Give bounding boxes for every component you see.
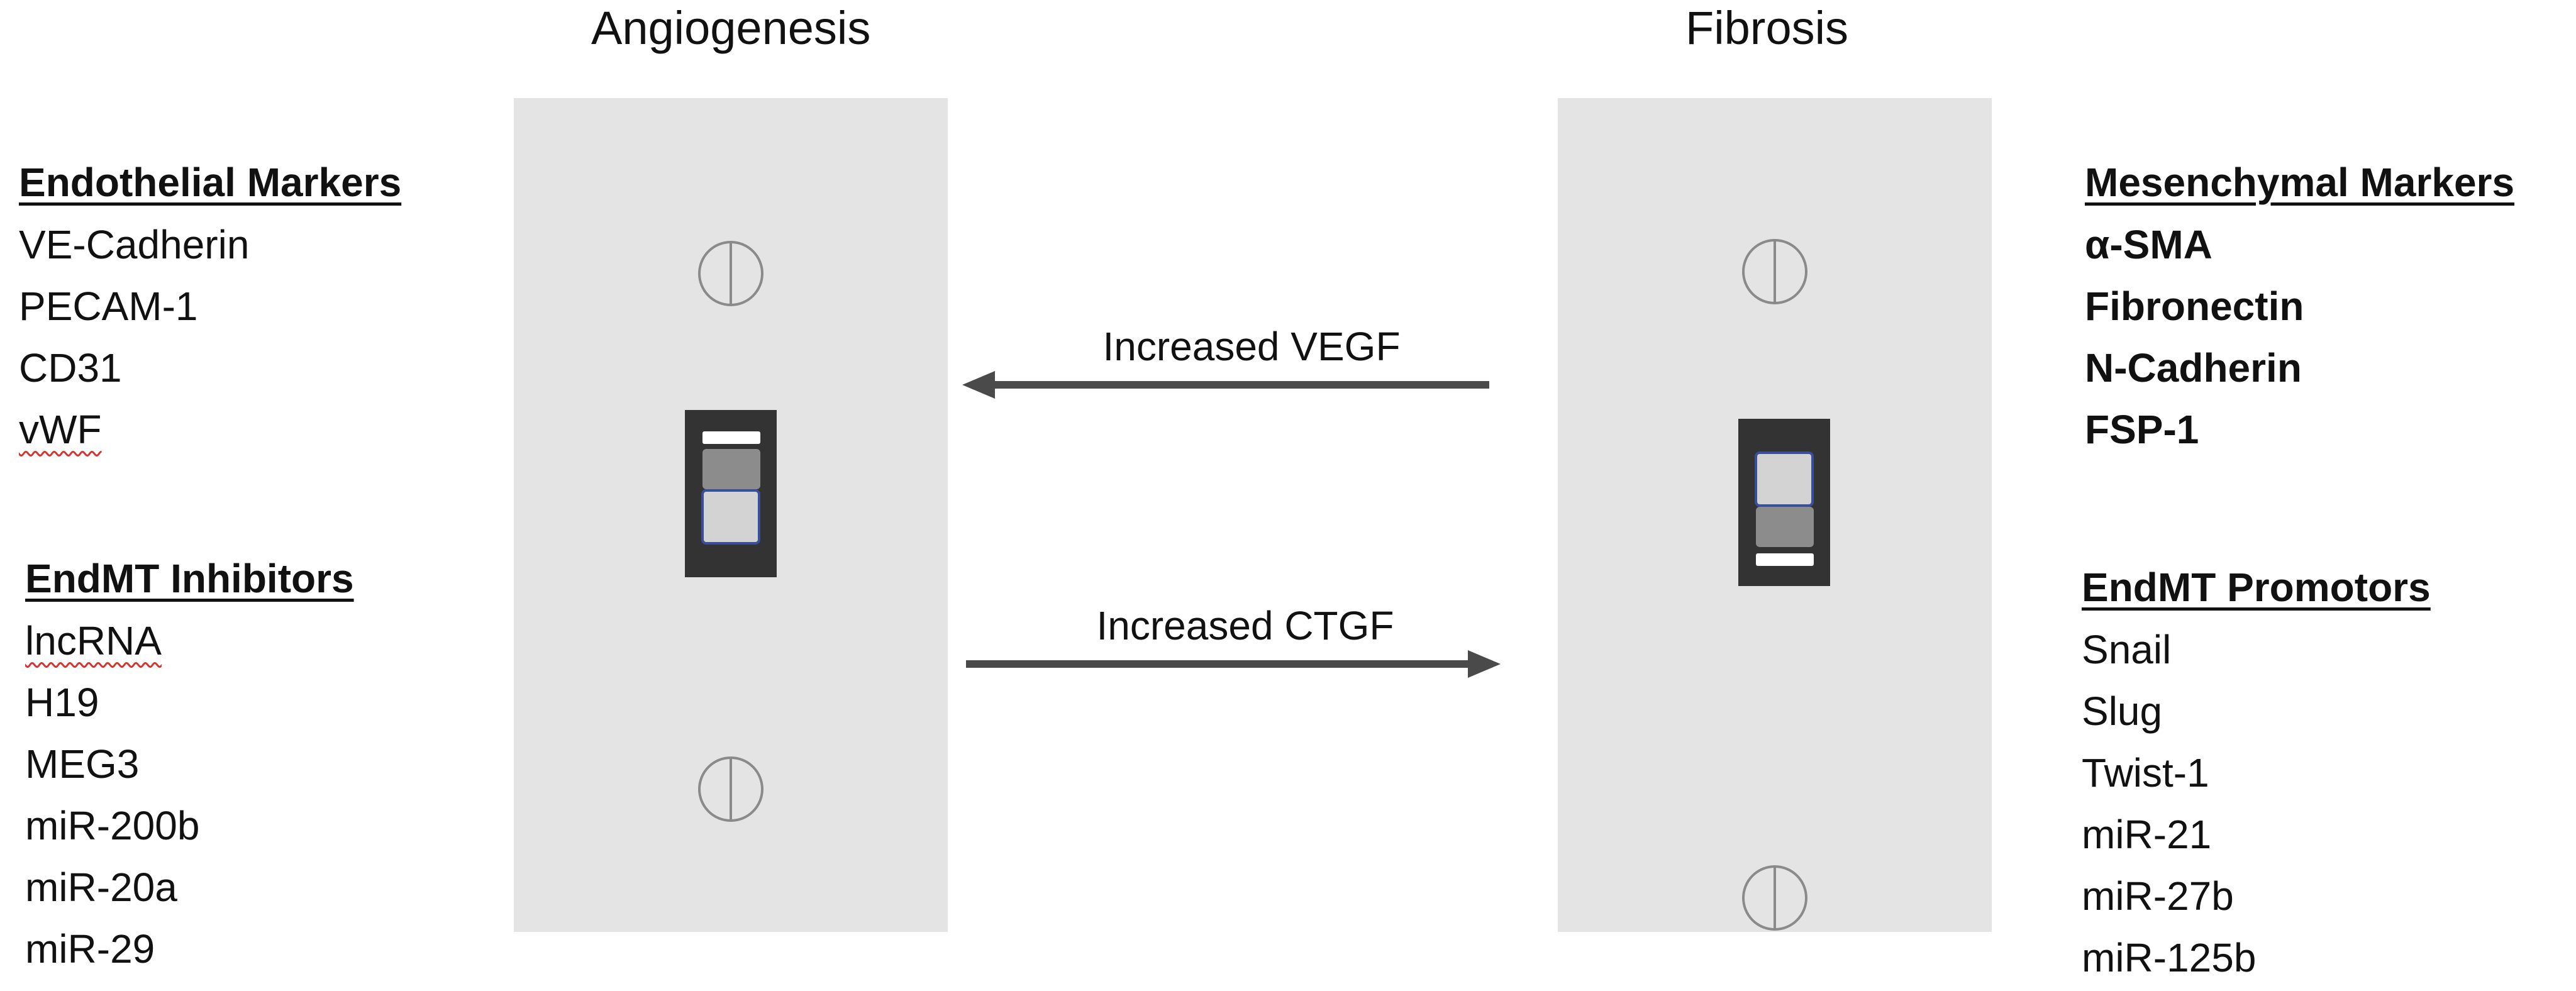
list-item: α-SMA — [2085, 222, 2212, 267]
endothelial-markers-list: VE-Cadherin PECAM-1 CD31 vWF — [19, 214, 401, 460]
list-item: miR-200b — [25, 803, 200, 848]
switch-toggle — [701, 489, 760, 545]
list-item: Fibronectin — [2085, 284, 2304, 329]
list-item: FSP-1 — [2085, 407, 2199, 452]
endmt-inhibitors-heading: EndMT Inhibitors — [25, 556, 354, 601]
increased-ctgf-label: Increased CTGF — [1096, 603, 1394, 648]
switch-toggle-shadow — [1756, 507, 1814, 547]
fibrosis-title: Fibrosis — [1685, 2, 1849, 54]
list-item: Slug — [2082, 689, 2163, 734]
list-item: miR-27b — [2082, 873, 2234, 919]
bottom-screw-icon — [1742, 865, 1807, 931]
list-item: CD31 — [19, 345, 122, 390]
list-item: H19 — [25, 680, 99, 725]
light-switch-on[interactable] — [685, 410, 777, 577]
mesenchymal-markers-section: Mesenchymal Markers α-SMA Fibronectin N-… — [2085, 151, 2514, 460]
list-item: vWF — [19, 407, 102, 452]
list-item: MEG3 — [25, 741, 140, 787]
list-item: PECAM-1 — [19, 284, 198, 329]
endmt-promotors-list: Snail Slug Twist-1 miR-21 miR-27b miR-12… — [2082, 619, 2431, 988]
list-item: miR-29 — [25, 926, 155, 972]
angiogenesis-title: Angiogenesis — [591, 2, 871, 54]
top-screw-icon — [1742, 239, 1807, 304]
endothelial-markers-heading: Endothelial Markers — [19, 160, 402, 205]
list-item: Snail — [2082, 627, 2172, 672]
list-item: miR-20a — [25, 865, 177, 910]
top-screw-icon — [698, 241, 763, 306]
angiogenesis-switch-plate — [514, 98, 948, 932]
switch-toggle-shadow — [702, 449, 760, 489]
list-item: Twist-1 — [2082, 750, 2209, 795]
light-switch-off[interactable] — [1738, 419, 1830, 586]
mesenchymal-markers-list: α-SMA Fibronectin N-Cadherin FSP-1 — [2085, 214, 2514, 460]
switch-indicator-bar — [702, 431, 760, 444]
list-item: miR-125b — [2082, 935, 2257, 980]
arrow-to-angiogenesis-icon — [962, 371, 1489, 399]
list-item: lncRNA — [25, 618, 162, 663]
bottom-screw-icon — [698, 756, 763, 822]
list-item: miR-21 — [2082, 812, 2212, 857]
endothelial-markers-section: Endothelial Markers VE-Cadherin PECAM-1 … — [19, 151, 401, 460]
arrow-to-fibrosis-icon — [966, 650, 1501, 678]
endmt-promotors-section: EndMT Promotors Snail Slug Twist-1 miR-2… — [2082, 556, 2431, 988]
increased-vegf-label: Increased VEGF — [1102, 324, 1401, 369]
fibrosis-switch-plate — [1558, 98, 1992, 932]
mesenchymal-markers-heading: Mesenchymal Markers — [2085, 160, 2515, 205]
endmt-promotors-heading: EndMT Promotors — [2082, 565, 2431, 610]
endmt-inhibitors-section: EndMT Inhibitors lncRNA H19 MEG3 miR-200… — [25, 547, 354, 980]
switch-indicator-bar — [1756, 553, 1814, 566]
list-item: N-Cadherin — [2085, 345, 2302, 390]
endmt-inhibitors-list: lncRNA H19 MEG3 miR-200b miR-20a miR-29 — [25, 610, 354, 980]
switch-toggle — [1755, 451, 1814, 507]
list-item: VE-Cadherin — [19, 222, 250, 267]
